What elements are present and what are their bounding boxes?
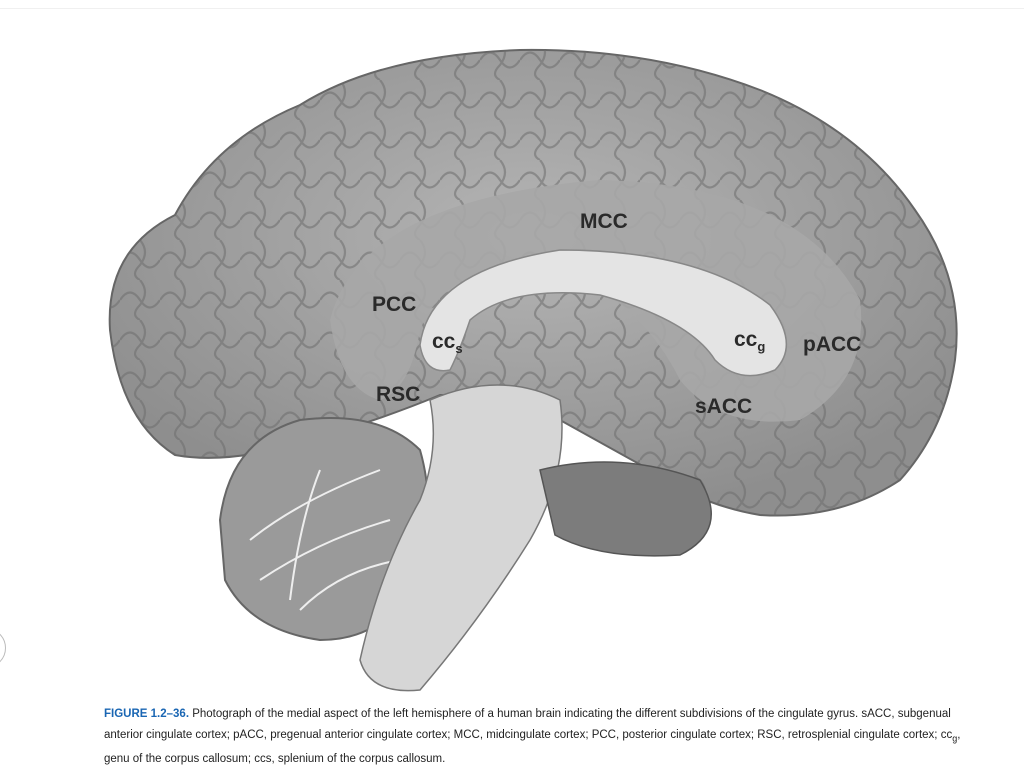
- caption-text: Photograph of the medial aspect of the l…: [104, 708, 953, 741]
- page-top-divider: [0, 8, 1024, 9]
- brain-photograph: [108, 48, 958, 692]
- brainstem: [359, 384, 563, 692]
- corpus-callosum: [419, 249, 788, 377]
- caption-subscript: g: [952, 733, 958, 744]
- brain-figure: MCC PCC ccs ccg pACC RSC sACC: [108, 48, 958, 692]
- figure-caption: FIGURE 1.2–36. Photograph of the medial …: [104, 704, 984, 770]
- label-pacc: pACC: [803, 333, 862, 356]
- label-mcc: MCC: [580, 210, 628, 233]
- label-sacc: sACC: [695, 395, 753, 418]
- label-ccg: ccg: [734, 328, 766, 355]
- label-rsc: RSC: [376, 383, 421, 406]
- caption-text-end: , genu of the corpus callosum; ccs, sple…: [104, 729, 961, 766]
- figure-number: FIGURE 1.2–36.: [104, 708, 190, 720]
- label-ccs: ccs: [432, 330, 463, 357]
- label-pcc: PCC: [372, 293, 417, 316]
